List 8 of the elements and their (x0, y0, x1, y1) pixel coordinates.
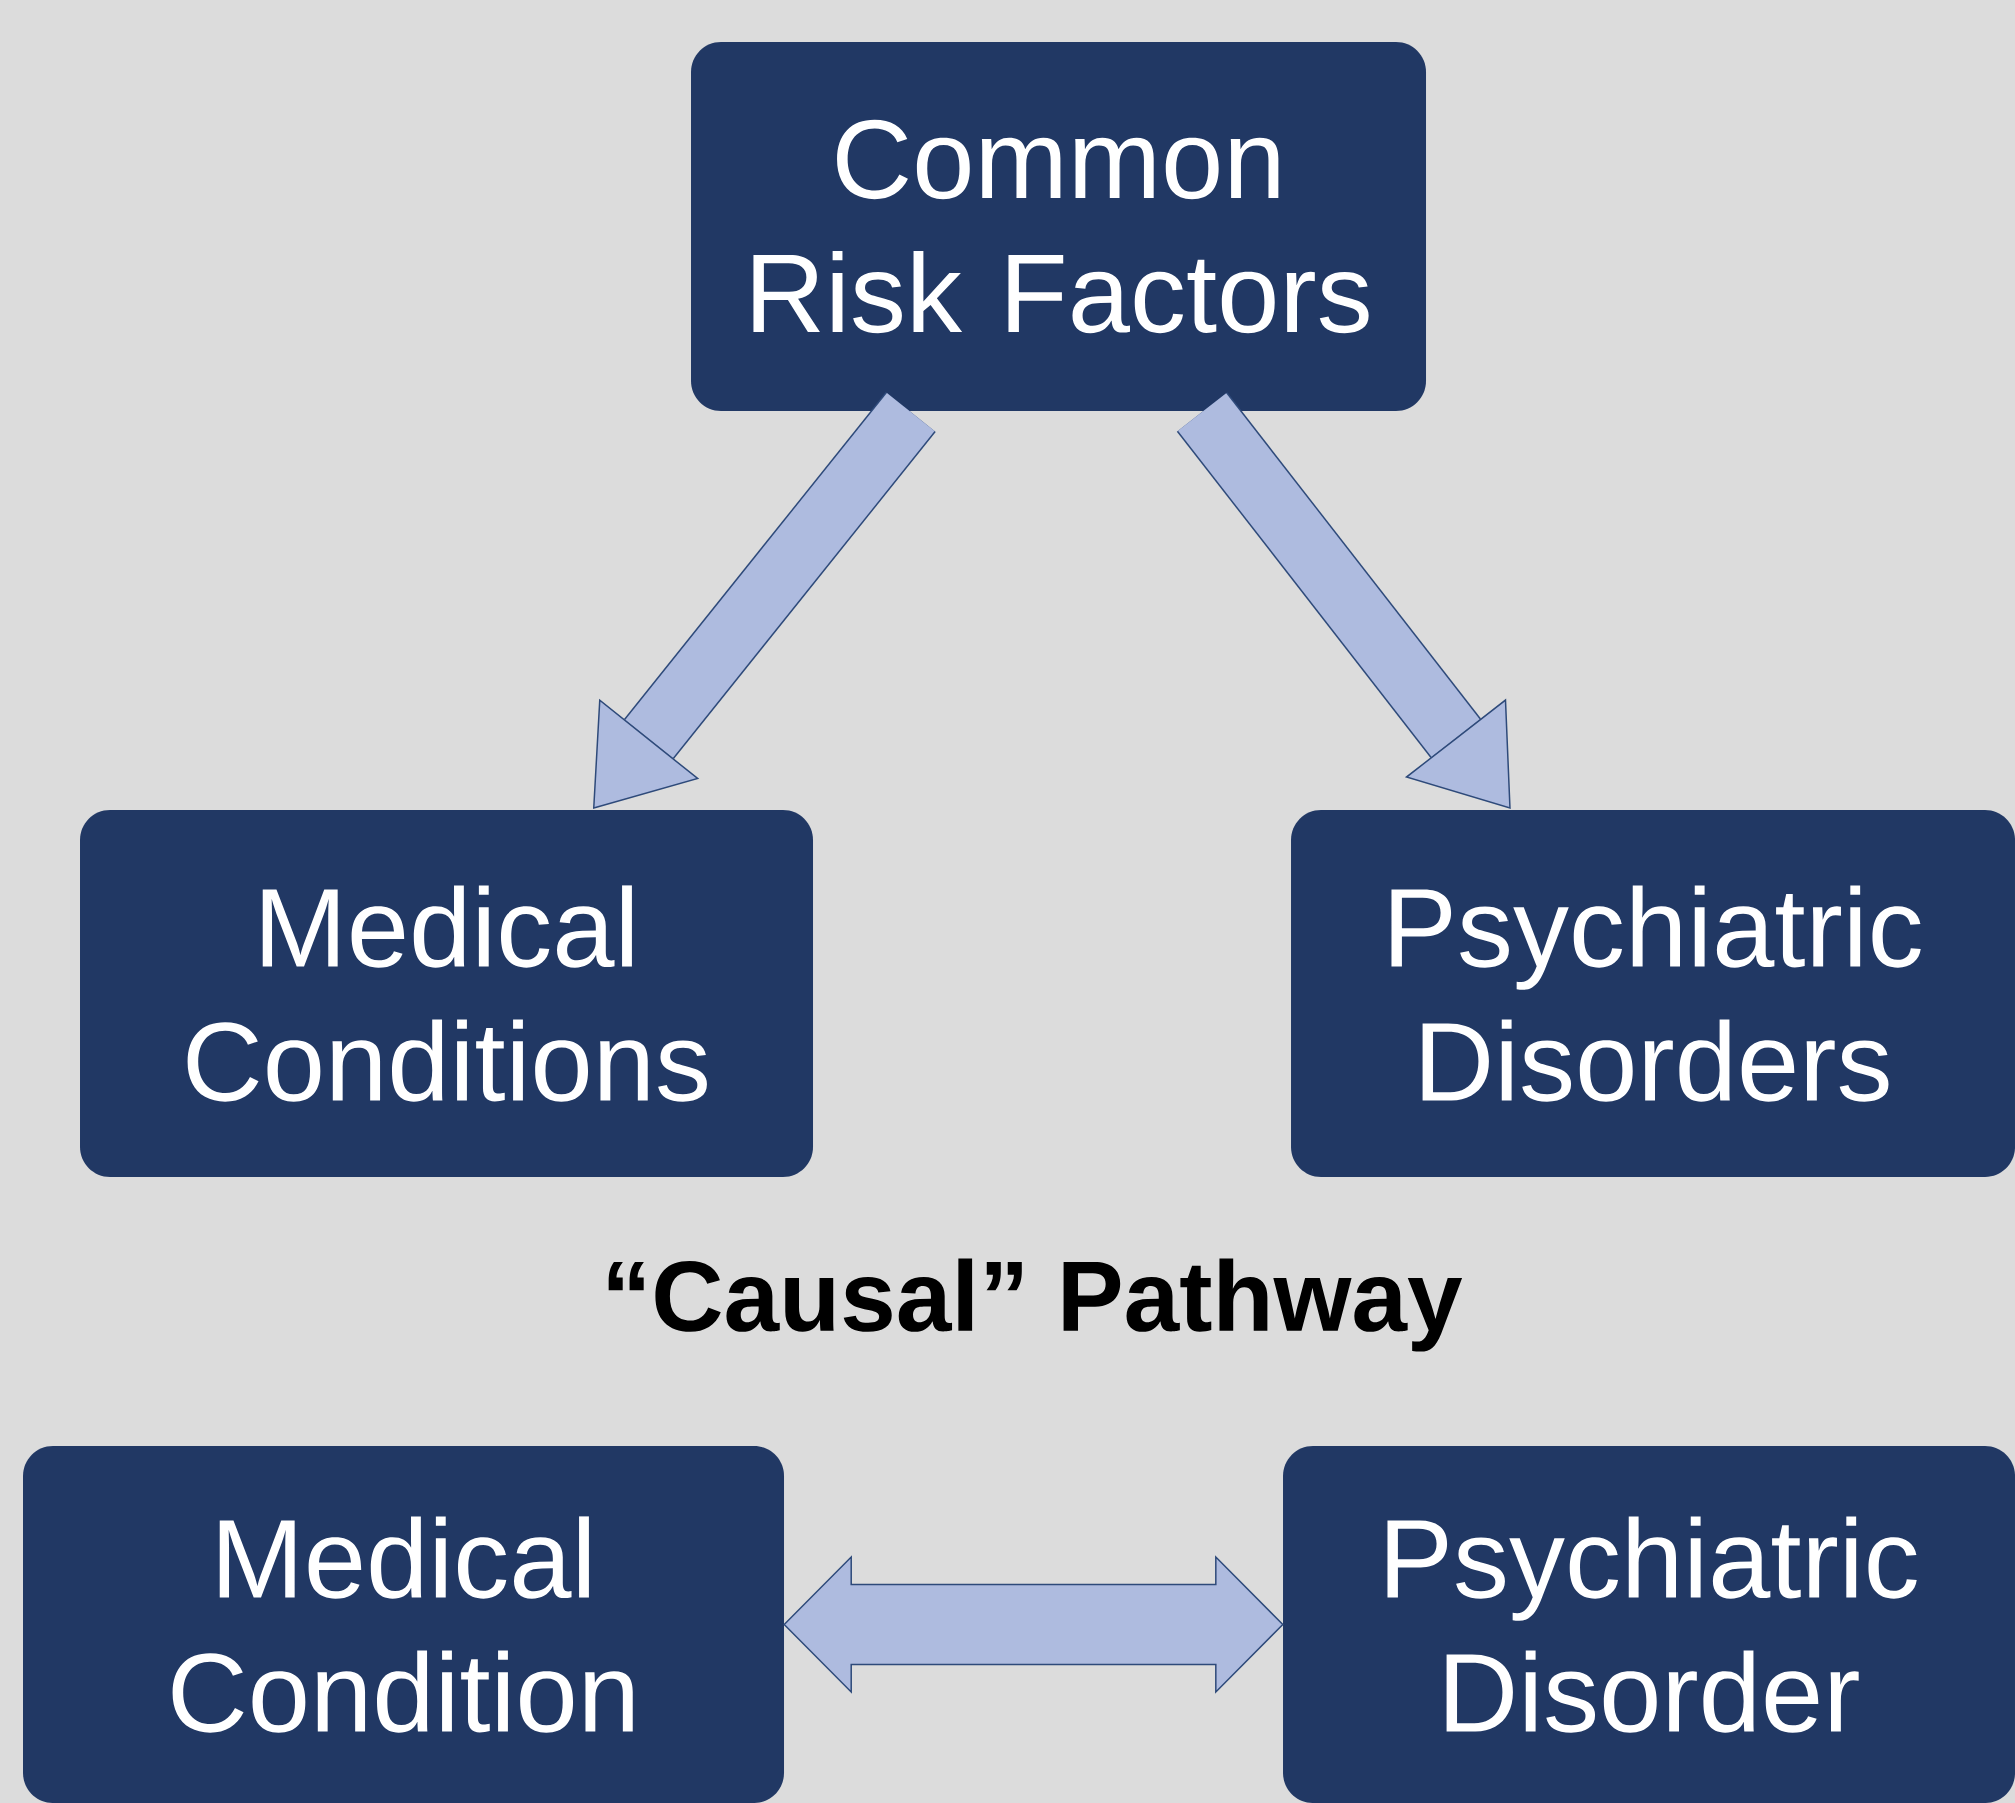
block-arrow (783, 1555, 1284, 1694)
process-box: Common Risk Factors (691, 42, 1426, 411)
section-heading: “Causal” Pathway (608, 1258, 1463, 1352)
process-box: Medical Conditions (80, 810, 813, 1177)
process-box: Medical Condition (23, 1446, 784, 1803)
process-box: Psychiatric Disorder (1283, 1446, 2015, 1803)
process-box: Psychiatric Disorders (1291, 810, 2015, 1177)
block-arrow (1176, 392, 1511, 809)
